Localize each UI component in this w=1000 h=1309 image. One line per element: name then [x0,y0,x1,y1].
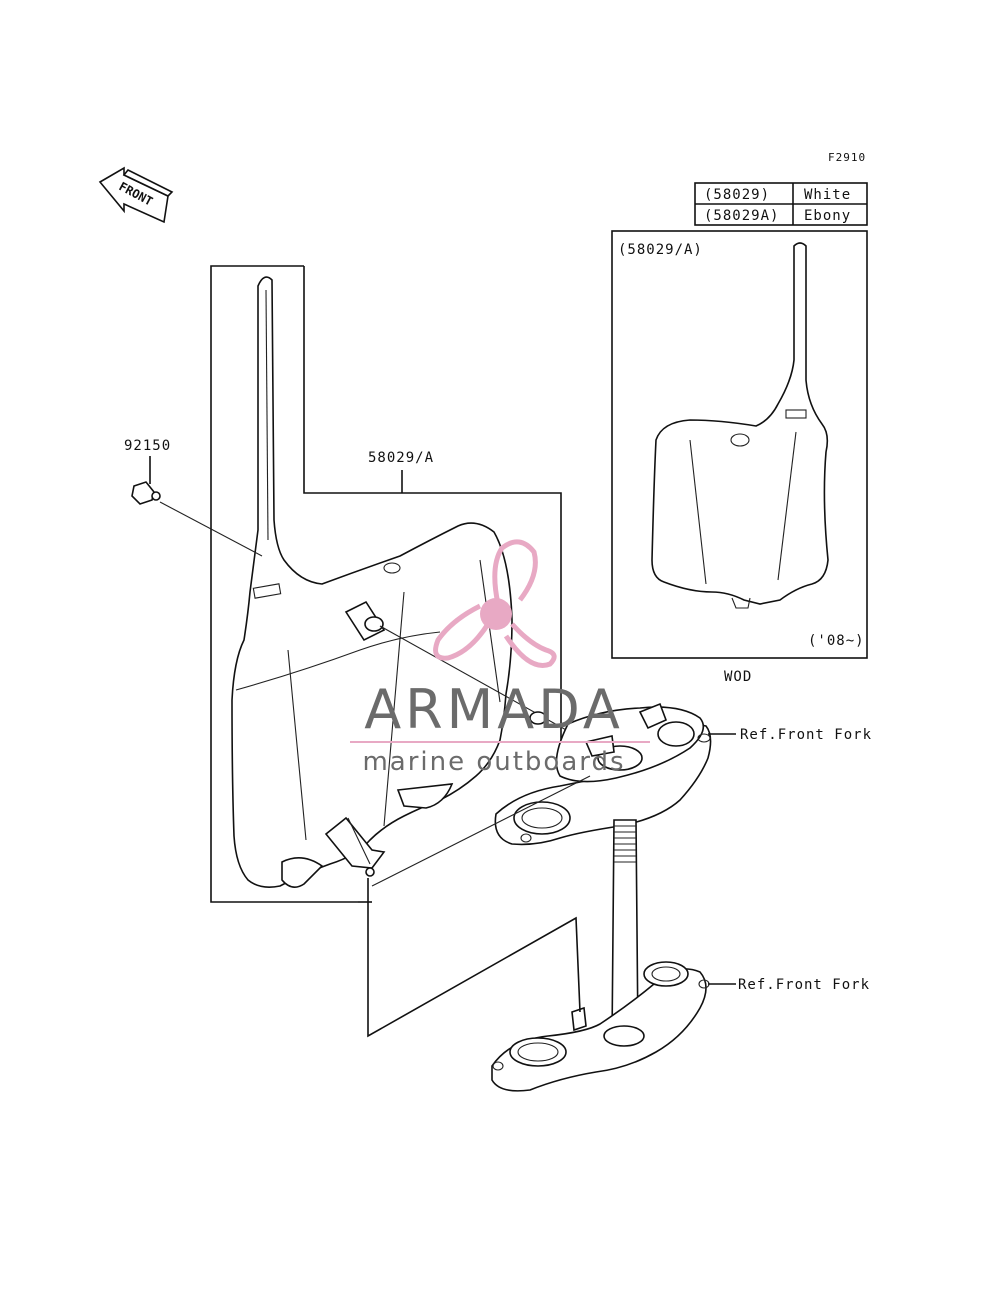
callout-bolt: 92150 [124,438,171,454]
main-number-plate [231,276,513,888]
bolt-92150 [131,456,263,557]
ref-front-fork-lower: Ref.Front Fork [738,977,870,993]
watermark-tagline: marine outboards [362,747,625,777]
main-group-bracket [210,265,562,903]
mount-leader-lines [358,775,591,1038]
figure-code: F2910 [828,151,866,164]
color-table-color-2: Ebony [804,208,851,224]
inset-number-plate [651,242,829,609]
inset-caption: WOD [724,669,752,685]
inset-part-label: (58029/A) [618,242,703,258]
inset-year-label: ('08~) [808,633,865,649]
color-table-part-2: (58029A) [704,208,779,224]
front-arrow-icon: FRONT [98,166,174,224]
lower-triple-clamp [491,961,710,1092]
watermark-brand: ARMADA [364,678,624,741]
upper-triple-clamp [494,702,712,846]
watermark: ARMADA marine outboards [350,539,650,777]
propeller-logo-icon [433,539,557,668]
color-table-color-1: White [804,187,851,203]
callout-plate: 58029/A [368,450,434,466]
color-table: (58029) White (58029A) Ebony [694,182,868,226]
ref-front-fork-upper: Ref.Front Fork [740,727,872,743]
color-table-part-1: (58029) [704,187,770,203]
inset-panel: (58029/A) ('08~) WOD [611,230,868,685]
